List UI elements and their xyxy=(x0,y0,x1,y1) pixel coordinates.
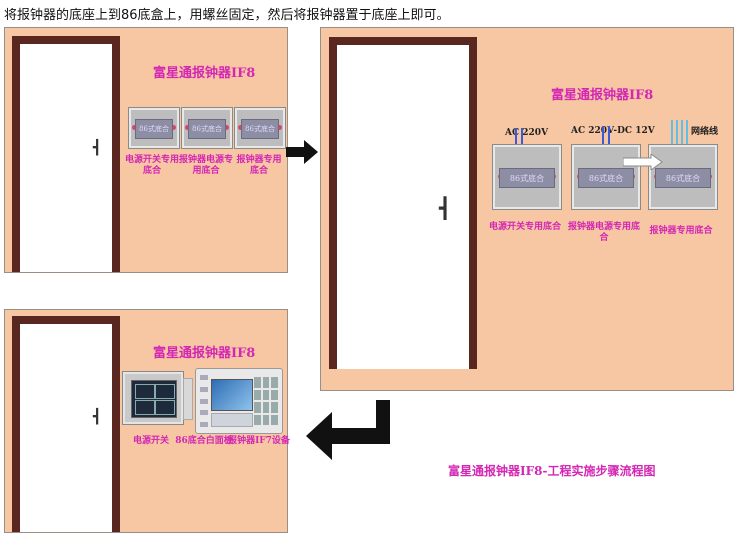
step-1-panel: ┫ 富星通报钟器IF8 86式底合 86式底合 86式底合 电源开关专用底合 报… xyxy=(4,27,288,273)
junction-box: 86式底合 xyxy=(493,145,561,209)
door-handle-icon: ┫ xyxy=(93,140,102,156)
device-caption: 报钟器IF7设备 xyxy=(228,436,290,446)
junction-box: 86式底合 xyxy=(182,108,232,148)
junction-box: 86式底合 xyxy=(129,108,179,148)
arrow-left-icon xyxy=(306,400,390,460)
box-caption: 报钟器专用底合 xyxy=(236,155,282,176)
flow-title: 富星通报钟器IF8-工程实施步骤流程图 xyxy=(448,464,656,478)
arrow-right-icon xyxy=(623,154,663,170)
step-3-panel: ┫ 富星通报钟器IF8 电源开关 86底合白面板 报钟器IF7设备 xyxy=(4,309,290,533)
junction-box: 86式底合 xyxy=(235,108,285,148)
device-caption: 电源开关 xyxy=(132,436,169,446)
device-caption: 86底合白面板 xyxy=(175,436,233,446)
brand-title: 富星通报钟器IF8 xyxy=(551,88,654,103)
wire-label: AC 220V-DC 12V xyxy=(571,126,655,136)
door xyxy=(329,37,477,369)
box-caption: 报钟器专用底合 xyxy=(649,226,713,236)
door-handle-icon: ┫ xyxy=(93,409,102,425)
step-2-panel: ┫ 富星通报钟器IF8 AC 220V AC 220V-DC 12V 网络线 8… xyxy=(320,27,734,391)
junction-box: 86式底合 xyxy=(572,145,640,209)
box-caption: 电源开关专用底合 xyxy=(489,222,562,232)
wire-label: AC 220V xyxy=(505,128,549,138)
power-switch-panel xyxy=(123,372,183,424)
brand-title: 富星通报钟器IF8 xyxy=(153,66,256,81)
wire-label: 网络线 xyxy=(691,127,719,137)
arrow-right-icon xyxy=(286,140,318,164)
box-caption: 电源开关专用底合 xyxy=(125,155,180,176)
device-screen xyxy=(211,379,253,411)
brand-title: 富星通报钟器IF8 xyxy=(153,346,256,361)
box-caption: 报钟器电源专用底合 xyxy=(567,222,640,243)
white-faceplate xyxy=(183,378,193,420)
junction-box: 86式底合 xyxy=(649,145,717,209)
door xyxy=(12,316,120,532)
door xyxy=(12,36,120,272)
door-handle-icon: ┫ xyxy=(439,196,452,220)
box-caption: 报钟器电源专用底合 xyxy=(178,155,233,176)
if7-device xyxy=(195,368,283,434)
instruction-text: 将报钟器的底座上到86底盒上，用螺丝固定，然后将报钟器置于底座上即可。 xyxy=(4,8,450,23)
